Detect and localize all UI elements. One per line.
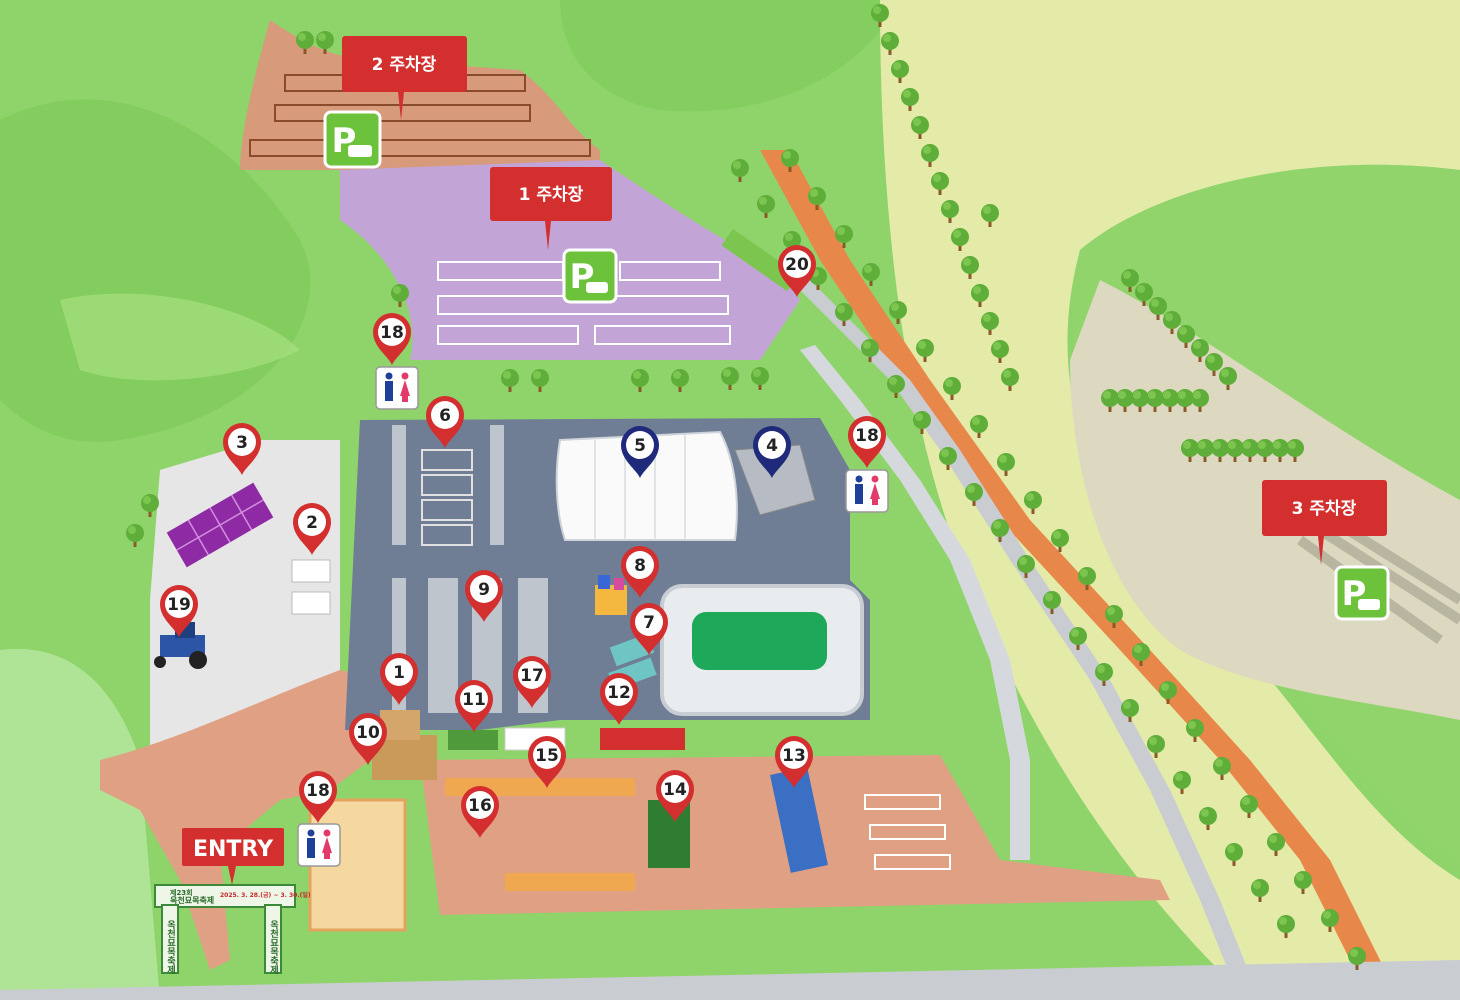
parking-2-label: 2 주차장 [342, 36, 467, 120]
parking-grid-right [864, 794, 951, 870]
booth-frames-6 [421, 449, 473, 546]
storage-blocks [448, 730, 498, 750]
hill-shade-top [560, 0, 900, 112]
map-pin-2[interactable]: 2 [293, 503, 331, 555]
stadium-field [692, 612, 827, 670]
car-icon [586, 282, 608, 293]
map-pin-8[interactable]: 8 [621, 546, 659, 598]
pin-number: 12 [607, 683, 631, 703]
tractor [154, 622, 207, 669]
lot1-stalls [437, 261, 731, 345]
map-pin-1[interactable]: 1 [380, 653, 418, 705]
pin-number: 4 [766, 436, 778, 456]
restroom-sign-2[interactable] [845, 469, 889, 513]
map-pin-11[interactable]: 11 [455, 680, 493, 732]
restroom-icon [385, 372, 410, 402]
garden-strip [721, 228, 799, 292]
map-pin-12[interactable]: 12 [600, 673, 638, 725]
car-icon [1358, 599, 1380, 610]
pin-number: 7 [643, 613, 655, 633]
pin-number: 2 [306, 513, 318, 533]
valley-pale [880, 0, 1460, 1000]
grey-road-right [800, 280, 1260, 1000]
pin-number: 16 [468, 796, 492, 816]
map-pin-16[interactable]: 16 [461, 786, 499, 838]
map-pin-7[interactable]: 7 [630, 603, 668, 655]
restroom-icon [307, 829, 332, 859]
pin-number: 17 [520, 666, 544, 686]
pin-number: 19 [167, 595, 191, 615]
hill-shade-bottom [0, 648, 160, 1000]
gate-dates: 2025. 3. 28.(금) ~ 3. 30.(일) [220, 891, 311, 899]
pin-number: 6 [439, 406, 451, 426]
gate-title: 옥천묘목축제 [170, 895, 214, 905]
bottom-road [0, 960, 1460, 1000]
gate-pillar-right: 옥천묘목축제 [268, 920, 278, 975]
car-icon [348, 145, 372, 157]
parking-3-label: 3 주차장 [1262, 480, 1387, 565]
map-pin-18-c[interactable]: 18 [299, 771, 337, 823]
grey-road-inner [800, 345, 1030, 860]
restroom-sign-3[interactable] [297, 823, 341, 867]
map-pin-10[interactable]: 10 [349, 713, 387, 765]
hill-shade-left-2 [60, 293, 300, 381]
map-pin-15[interactable]: 15 [528, 736, 566, 788]
fire-truck [600, 728, 685, 750]
pin-number: 20 [785, 255, 809, 275]
pin-number: 8 [634, 556, 646, 576]
pin-number: 15 [535, 746, 559, 766]
pin-number: 18 [855, 426, 879, 446]
bus [770, 767, 828, 873]
map-pin-17[interactable]: 17 [513, 656, 551, 708]
parking-1-label: 1 주차장 [490, 167, 612, 250]
gate-edition: 제23회 [170, 888, 193, 897]
map-pin-19[interactable]: 19 [160, 585, 198, 637]
map-pin-13[interactable]: 13 [775, 736, 813, 788]
gate-pillar-left: 옥천묘목축제 [165, 920, 175, 975]
restroom-icon [855, 475, 880, 505]
parking-3-label-text: 3 주차장 [1292, 499, 1357, 519]
pin-number: 10 [356, 723, 380, 743]
pin-number: 18 [306, 781, 330, 801]
white-tent [555, 430, 738, 541]
pin-number: 5 [634, 436, 646, 456]
entry-label: ENTRY [182, 828, 284, 885]
pin-number: 14 [663, 780, 687, 800]
map-pin-18-b[interactable]: 18 [848, 416, 886, 468]
pin-number: 9 [478, 580, 490, 600]
map-pin-3[interactable]: 3 [223, 423, 261, 475]
pin-number: 13 [782, 746, 806, 766]
map-pin-20[interactable]: 20 [778, 245, 816, 297]
parking-1-sign[interactable]: P [562, 248, 618, 304]
pin-number: 11 [462, 690, 486, 710]
parking-2-label-text: 2 주차장 [372, 55, 437, 75]
entry-ground [100, 670, 380, 970]
parking-1-label-text: 1 주차장 [519, 185, 584, 205]
shop-building [372, 710, 437, 780]
pin-number: 3 [236, 433, 248, 453]
map-pin-6[interactable]: 6 [426, 396, 464, 448]
pin-number: 18 [380, 323, 404, 343]
map-pin-9[interactable]: 9 [465, 570, 503, 622]
restroom-sign-1[interactable] [375, 366, 419, 410]
map-pin-18-a[interactable]: 18 [373, 313, 411, 365]
entry-label-text: ENTRY [193, 837, 274, 862]
pin-number: 1 [393, 663, 405, 683]
entry-gate: 제23회 옥천묘목축제 2025. 3. 28.(금) ~ 3. 30.(일) … [154, 884, 311, 975]
white-canopies [291, 559, 331, 615]
purple-tents [166, 482, 274, 568]
map-pin-4[interactable]: 4 [753, 426, 791, 478]
bouncy-castle [595, 575, 627, 615]
map-pin-5[interactable]: 5 [621, 426, 659, 478]
parking-2-sign[interactable]: P [323, 110, 382, 169]
parking-3-sign[interactable]: P [1334, 565, 1390, 621]
map-pin-14[interactable]: 14 [656, 770, 694, 822]
